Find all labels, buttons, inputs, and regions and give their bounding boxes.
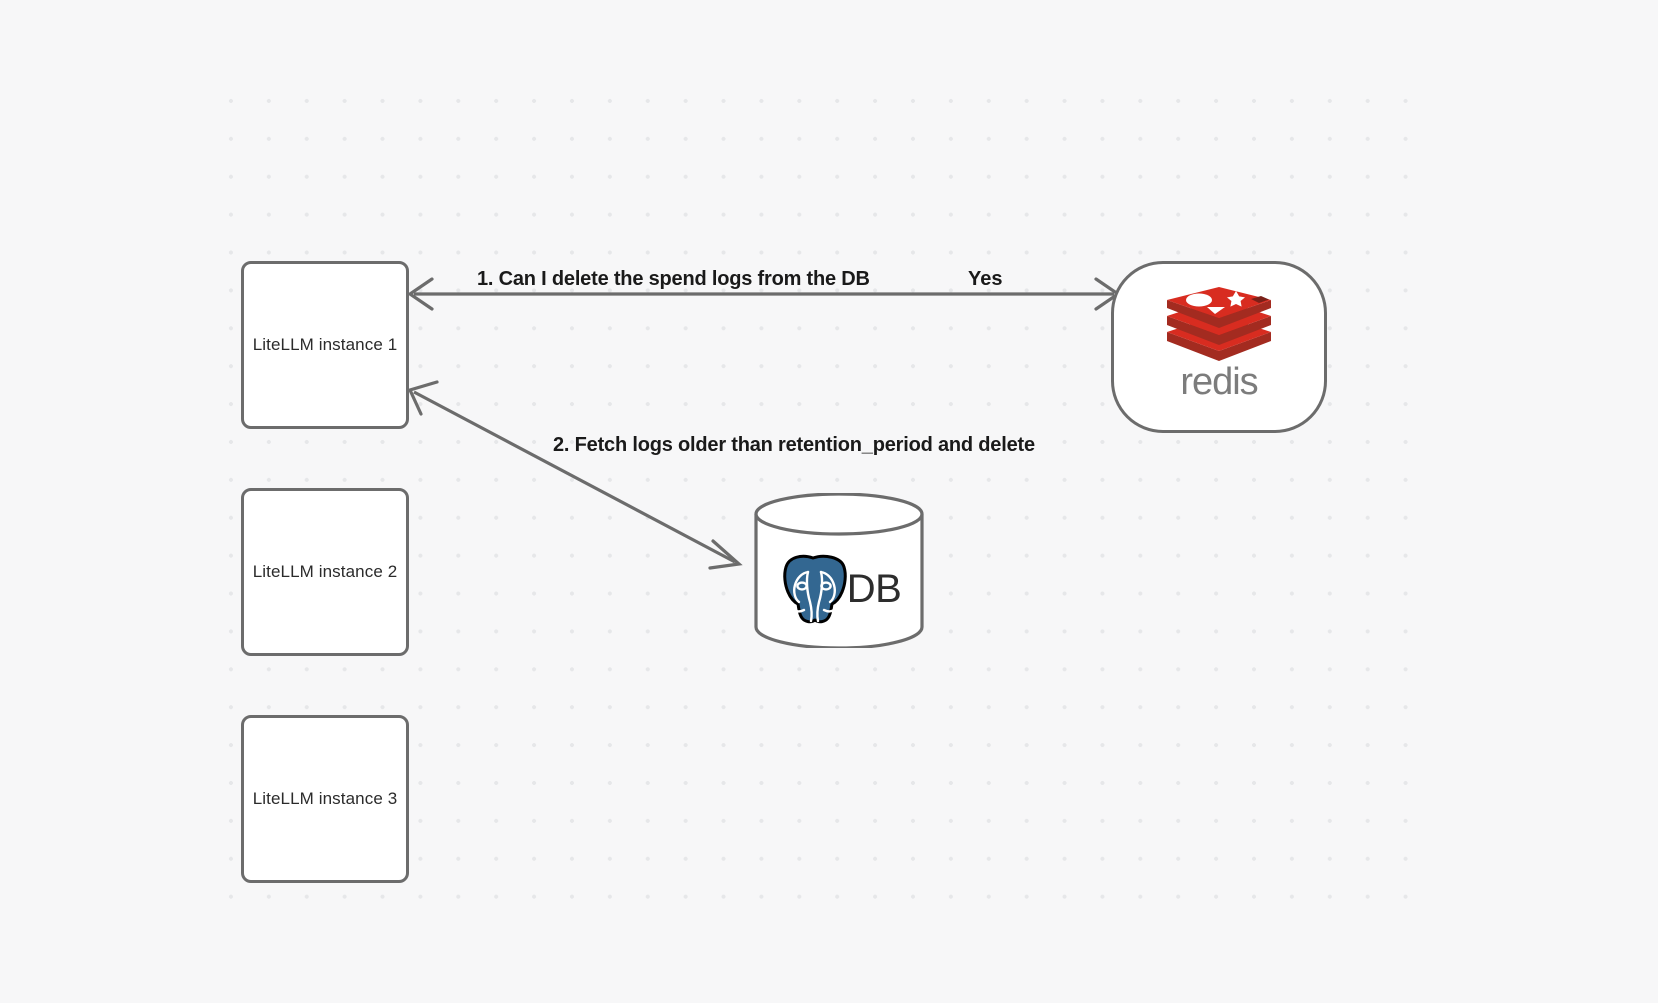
redis-stack-icon — [1167, 287, 1271, 361]
arrowhead-downright — [708, 539, 743, 570]
edge-label-step-1: 1. Can I delete the spend logs from the … — [477, 268, 870, 290]
db-label: DB — [846, 566, 902, 611]
edge-litellm1-db — [407, 380, 743, 570]
edge-label-yes: Yes — [968, 268, 1003, 290]
node-litellm-instance-2[interactable]: LiteLLM instance 2 — [241, 488, 409, 656]
arrowhead-left — [407, 277, 434, 311]
node-litellm-instance-3[interactable]: LiteLLM instance 3 — [241, 715, 409, 883]
redis-logo: redis — [1158, 287, 1280, 403]
node-label: LiteLLM instance 2 — [252, 562, 398, 581]
node-label: LiteLLM instance 3 — [252, 789, 398, 808]
postgresql-elephant-icon — [782, 554, 847, 624]
node-database[interactable]: DB — [753, 493, 925, 648]
node-label: LiteLLM instance 1 — [252, 335, 398, 354]
db-logo-and-label: DB — [753, 539, 925, 639]
node-redis[interactable]: redis — [1111, 261, 1327, 433]
svg-text:redis: redis — [1180, 363, 1257, 403]
node-litellm-instance-1[interactable]: LiteLLM instance 1 — [241, 261, 409, 429]
edge-label-step-2: 2. Fetch logs older than retention_perio… — [553, 434, 1035, 456]
redis-wordmark: redis — [1180, 363, 1258, 403]
arrowhead-upleft — [407, 380, 439, 416]
